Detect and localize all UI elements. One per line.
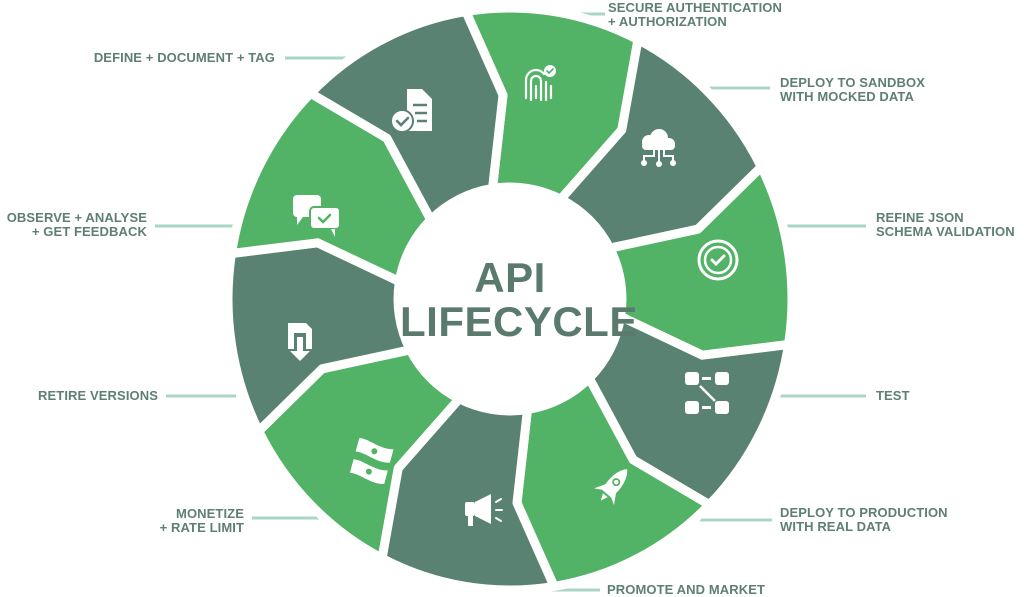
label-define-document: DEFINE + DOCUMENT + TAG	[94, 51, 275, 65]
money-icon	[349, 437, 394, 484]
cloud-network-icon	[641, 129, 676, 167]
label-retire-versions: RETIRE VERSIONS	[38, 389, 158, 403]
check-circle-icon	[697, 239, 739, 281]
label-line: SCHEMA VALIDATION	[876, 224, 1015, 239]
chat-bubbles-icon	[293, 195, 341, 237]
label-line: DEPLOY TO SANDBOX	[780, 75, 925, 90]
label-promote-market: PROMOTE AND MARKET	[607, 583, 765, 597]
label-secure-authentication: SECURE AUTHENTICATION+ AUTHORIZATION	[608, 1, 782, 29]
document-check-icon	[390, 89, 432, 133]
megaphone-icon	[465, 494, 503, 526]
label-line: DEFINE + DOCUMENT + TAG	[93, 50, 275, 65]
label-line: MONETIZE	[176, 506, 244, 521]
label-line: OBSERVE + ANALYSE	[6, 210, 147, 225]
label-line: WITH REAL DATA	[780, 519, 892, 534]
label-line: PROMOTE AND MARKET	[607, 582, 766, 597]
page-title: API LIFECYCLE	[400, 254, 638, 345]
title-line-1: API	[474, 254, 546, 301]
fingerprint-check-icon	[524, 65, 556, 102]
center-circle	[400, 189, 620, 409]
label-line: WITH MOCKED DATA	[780, 89, 914, 104]
label-line: RETIRE VERSIONS	[38, 388, 158, 403]
rocket-icon	[594, 469, 628, 506]
label-line: + AUTHORIZATION	[608, 14, 727, 29]
label-line: + GET FEEDBACK	[31, 224, 147, 239]
label-line: TEST	[876, 388, 910, 403]
label-line: + RATE LIMIT	[159, 520, 244, 535]
label-observe-analyse: OBSERVE + ANALYSE+ GET FEEDBACK	[7, 211, 147, 239]
label-line: DEPLOY TO PRODUCTION	[780, 505, 948, 520]
label-line: REFINE JSON	[876, 210, 964, 225]
label-test: TEST	[876, 389, 910, 403]
file-download-icon	[288, 323, 312, 361]
checklist-test-icon	[685, 372, 729, 414]
label-monetize: MONETIZE+ RATE LIMIT	[160, 507, 244, 535]
label-line: SECURE AUTHENTICATION	[608, 0, 782, 15]
title-line-2: LIFECYCLE	[400, 298, 638, 345]
